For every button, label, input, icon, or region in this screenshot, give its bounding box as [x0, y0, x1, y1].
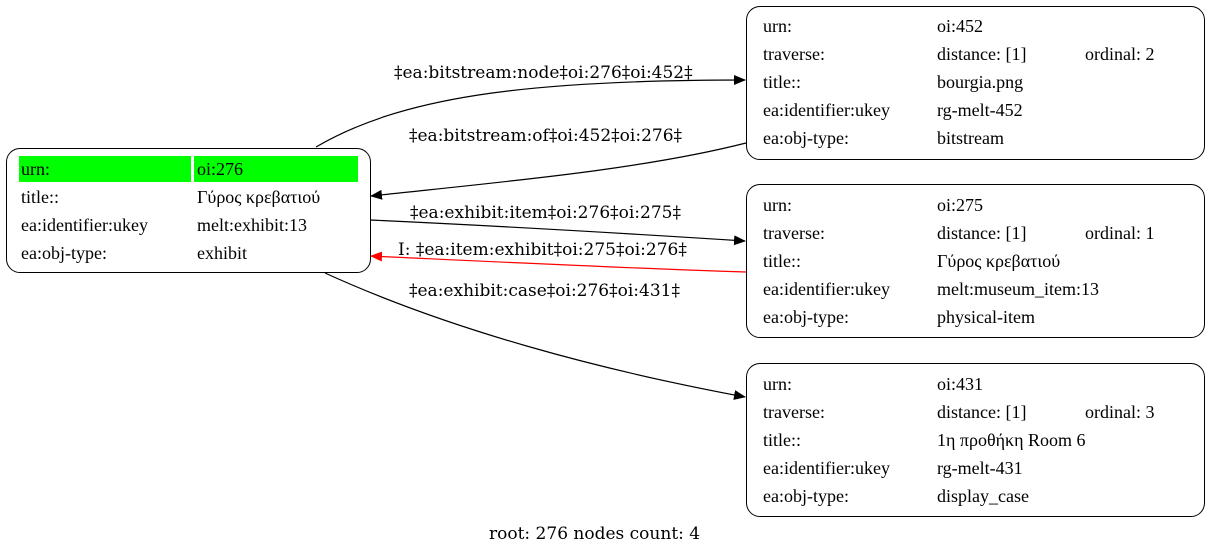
node-title-value: bourgia.png — [937, 72, 1024, 92]
node-ordinal: ordinal: 3 — [1085, 402, 1155, 422]
root-ukey-value: melt:exhibit:13 — [197, 215, 307, 235]
root-node[interactable]: urn: oi:276 title:: Γύρος κρεβατιού ea:i… — [6, 148, 371, 273]
node-type-value: display_case — [937, 486, 1029, 506]
graph-footer: root: 276 nodes count: 4 — [489, 524, 700, 544]
node-title-value: 1η προθήκη Room 6 — [937, 430, 1086, 450]
node-distance: distance: [1] — [937, 223, 1027, 243]
node-urn-label: urn: — [763, 374, 792, 394]
highlight-urn-label — [19, 156, 191, 182]
node-oi-452[interactable]: urn: oi:452 traverse: distance: [1] ordi… — [746, 6, 1205, 160]
node-ukey-value: rg-melt-431 — [937, 458, 1023, 478]
edge-label-exhibit-case: ‡ea:exhibit:case‡oi:276‡oi:431‡ — [409, 281, 680, 301]
node-urn-label: urn: — [763, 16, 792, 36]
node-type-label: ea:obj-type: — [763, 128, 849, 148]
edge-bitstream-of — [370, 142, 747, 200]
node-ukey-value: melt:museum_item:13 — [937, 279, 1099, 299]
node-urn-label: urn: — [763, 195, 792, 215]
node-ukey-value: rg-melt-452 — [937, 100, 1023, 120]
node-oi-275[interactable]: urn: oi:275 traverse: distance: [1] ordi… — [746, 184, 1205, 338]
edge-bitstream-node — [315, 75, 746, 148]
highlight-urn-value — [194, 156, 358, 182]
edge-item-exhibit — [370, 251, 747, 273]
node-traverse-label: traverse: — [763, 223, 825, 243]
node-distance: distance: [1] — [937, 402, 1027, 422]
node-title-label: title:: — [763, 430, 801, 450]
node-traverse-label: traverse: — [763, 402, 825, 422]
node-type-label: ea:obj-type: — [763, 307, 849, 327]
node-title-label: title:: — [763, 251, 801, 271]
node-traverse-label: traverse: — [763, 44, 825, 64]
edge-label-item-exhibit: I: ‡ea:item:exhibit‡oi:275‡oi:276‡ — [398, 240, 687, 260]
edge-label-bitstream-node: ‡ea:bitstream:node‡oi:276‡oi:452‡ — [394, 63, 693, 83]
node-ukey-label: ea:identifier:ukey — [763, 100, 890, 120]
node-type-value: physical-item — [937, 307, 1035, 327]
root-ukey-label: ea:identifier:ukey — [21, 215, 148, 235]
edge-exhibit-case — [324, 272, 746, 400]
root-urn-value: oi:276 — [197, 159, 244, 179]
edge-exhibit-item — [369, 219, 746, 246]
node-title-value: Γύρος κρεβατιού — [937, 251, 1061, 271]
node-ordinal: ordinal: 2 — [1085, 44, 1155, 64]
node-title-label: title:: — [763, 72, 801, 92]
root-type-label: ea:obj-type: — [21, 243, 107, 263]
root-title-value: Γύρος κρεβατιού — [197, 187, 321, 207]
node-urn-value: oi:275 — [937, 195, 984, 215]
node-distance: distance: [1] — [937, 44, 1027, 64]
node-oi-431[interactable]: urn: oi:431 traverse: distance: [1] ordi… — [746, 363, 1205, 517]
edge-label-exhibit-item: ‡ea:exhibit:item‡oi:276‡oi:275‡ — [410, 203, 681, 223]
node-urn-value: oi:452 — [937, 16, 984, 36]
root-urn-label: urn: — [21, 159, 50, 179]
node-ukey-label: ea:identifier:ukey — [763, 458, 890, 478]
edge-label-bitstream-of: ‡ea:bitstream:of‡oi:452‡oi:276‡ — [409, 126, 683, 146]
root-type-value: exhibit — [197, 243, 247, 263]
node-ukey-label: ea:identifier:ukey — [763, 279, 890, 299]
node-type-value: bitstream — [937, 128, 1004, 148]
node-urn-value: oi:431 — [937, 374, 984, 394]
node-type-label: ea:obj-type: — [763, 486, 849, 506]
node-ordinal: ordinal: 1 — [1085, 223, 1155, 243]
root-title-label: title:: — [21, 187, 59, 207]
